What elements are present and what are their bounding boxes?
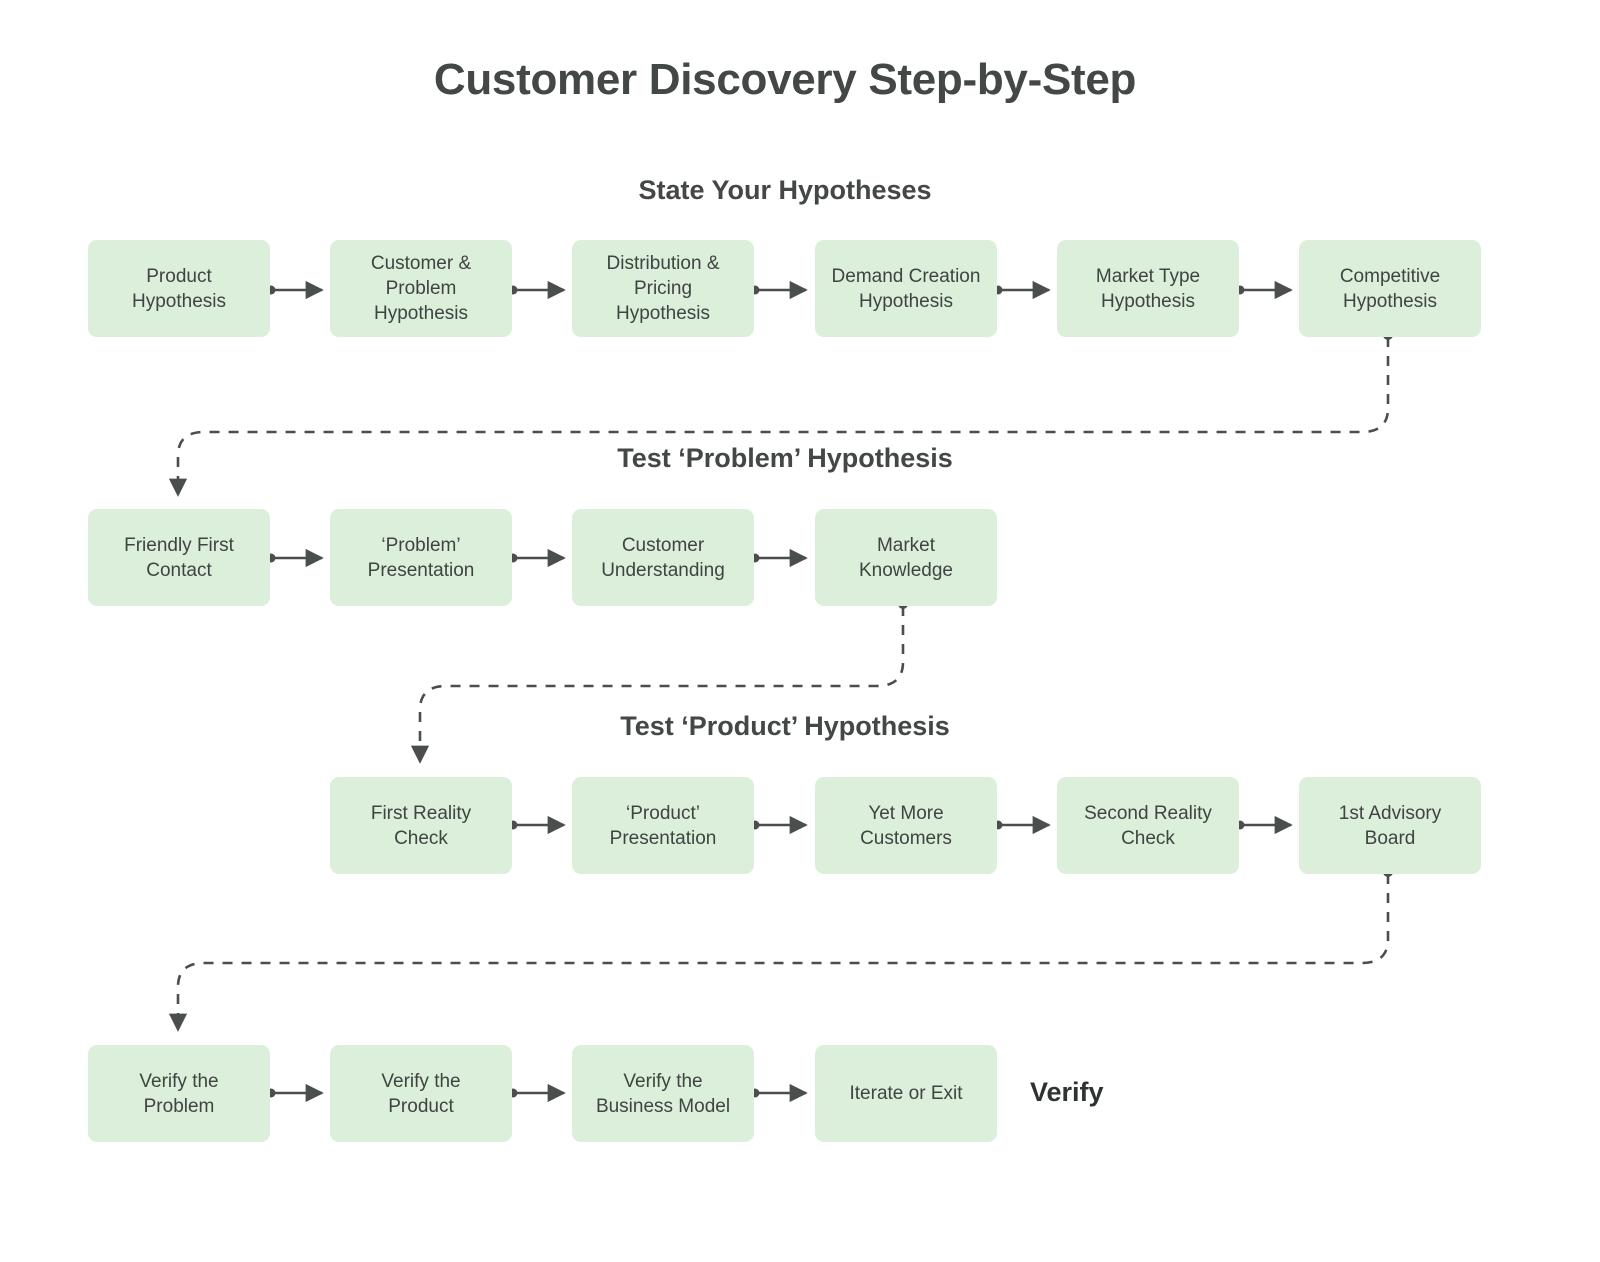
node-problem-presentation[interactable]: ‘Problem’ Presentation (330, 509, 512, 606)
node-product-hypothesis[interactable]: Product Hypothesis (88, 240, 270, 337)
node-label: Product Hypothesis (132, 265, 226, 312)
node-demand-creation-hypothesis[interactable]: Demand Creation Hypothesis (815, 240, 997, 337)
node-verify-the-business-model[interactable]: Verify the Business Model (572, 1045, 754, 1142)
node-label: Market Knowledge (858, 534, 954, 581)
node-competitive-hypothesis[interactable]: Competitive Hypothesis (1299, 240, 1481, 337)
arrow-row1-4 (993, 280, 1051, 300)
node-market-type-hypothesis[interactable]: Market Type Hypothesis (1057, 240, 1239, 337)
node-label: 1st Advisory Board (1338, 802, 1442, 849)
node-second-reality-check[interactable]: Second Reality Check (1057, 777, 1239, 874)
node-label: Second Reality Check (1084, 802, 1212, 849)
node-label: Market Type Hypothesis (1095, 265, 1201, 312)
node-verify-the-product[interactable]: Verify the Product (330, 1045, 512, 1142)
node-label: Yet More Customers (860, 802, 952, 849)
node-verify-the-problem[interactable]: Verify the Problem (88, 1045, 270, 1142)
arrow-row2-1 (266, 548, 324, 568)
arrow-row3-3 (993, 815, 1051, 835)
node-label: Verify the Problem (139, 1070, 219, 1117)
node-label: Verify the Business Model (595, 1070, 731, 1117)
arrow-row1-3 (750, 280, 808, 300)
page-title: Customer Discovery Step-by-Step (433, 55, 1137, 104)
connector-row3-to-row4 (168, 867, 1393, 1032)
node-customer-problem-hypothesis[interactable]: Customer & Problem Hypothesis (330, 240, 512, 337)
arrow-row1-2 (508, 280, 566, 300)
arrow-row1-1 (266, 280, 324, 300)
section-heading-state-your-hypotheses: State Your Hypotheses (638, 175, 932, 205)
arrow-row2-3 (750, 548, 808, 568)
node-label: Customer Understanding (601, 534, 725, 581)
node-label: Friendly First Contact (124, 534, 234, 581)
node-label: Verify the Product (381, 1070, 461, 1117)
node-label: ‘Problem’ Presentation (367, 534, 475, 581)
node-market-knowledge[interactable]: Market Knowledge (815, 509, 997, 606)
arrow-row2-2 (508, 548, 566, 568)
section-heading-test-problem-hypothesis: Test ‘Problem’ Hypothesis (617, 443, 953, 473)
arrow-row4-1 (266, 1083, 324, 1103)
node-distribution-pricing-hypothesis[interactable]: Distribution & Pricing Hypothesis (572, 240, 754, 337)
arrow-row3-2 (750, 815, 808, 835)
node-label: First Reality Check (370, 802, 472, 849)
node-friendly-first-contact[interactable]: Friendly First Contact (88, 509, 270, 606)
arrow-row3-1 (508, 815, 566, 835)
node-label: Iterate or Exit (849, 1083, 963, 1104)
node-iterate-or-exit[interactable]: Iterate or Exit (815, 1045, 997, 1142)
node-label: Demand Creation Hypothesis (831, 265, 981, 312)
node-customer-understanding[interactable]: Customer Understanding (572, 509, 754, 606)
node-label: ‘Product’ Presentation (609, 802, 717, 849)
node-label: Customer & Problem Hypothesis (370, 253, 472, 324)
section-heading-test-product-hypothesis: Test ‘Product’ Hypothesis (620, 711, 950, 741)
arrow-row1-5 (1235, 280, 1293, 300)
arrow-row3-4 (1235, 815, 1293, 835)
arrow-row4-3 (750, 1083, 808, 1103)
section-heading-verify: Verify (1030, 1077, 1104, 1107)
node-label: Competitive Hypothesis (1339, 265, 1441, 312)
arrow-row4-2 (508, 1083, 566, 1103)
node-first-reality-check[interactable]: First Reality Check (330, 777, 512, 874)
node-label: Distribution & Pricing Hypothesis (606, 253, 720, 324)
node-yet-more-customers[interactable]: Yet More Customers (815, 777, 997, 874)
node-product-presentation[interactable]: ‘Product’ Presentation (572, 777, 754, 874)
node-first-advisory-board[interactable]: 1st Advisory Board (1299, 777, 1481, 874)
